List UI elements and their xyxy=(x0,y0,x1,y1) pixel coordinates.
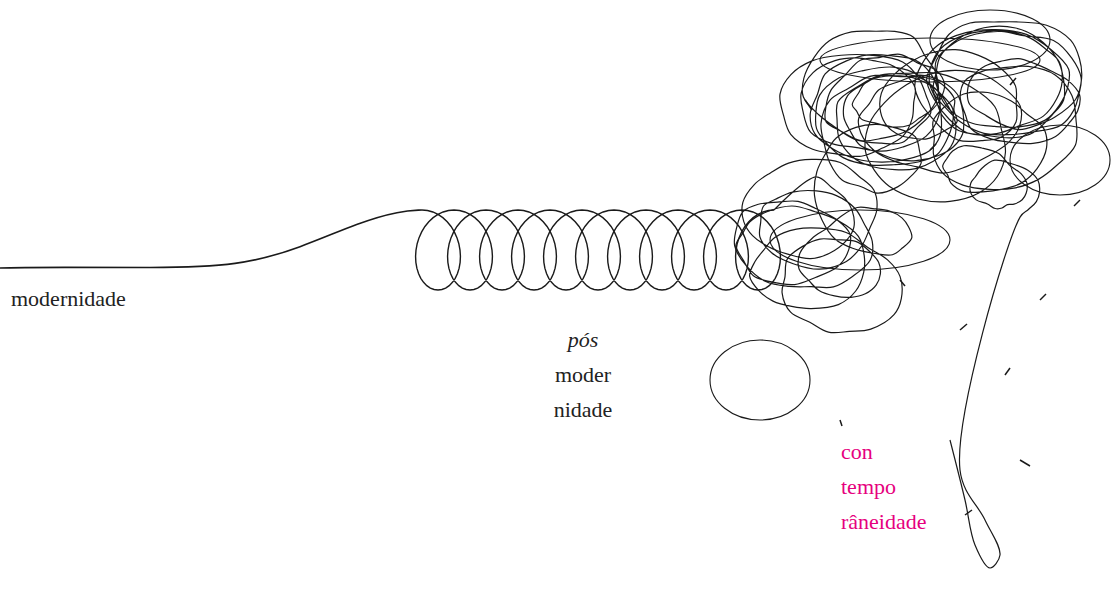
loop-spiral xyxy=(416,210,781,290)
tick-mark xyxy=(1040,294,1046,300)
time-line xyxy=(0,210,422,268)
scribble-loop xyxy=(820,38,1040,82)
prefix-label: pós xyxy=(565,322,602,357)
tick-mark xyxy=(805,100,812,110)
era-label: modernidade xyxy=(8,281,129,316)
tick-mark xyxy=(965,510,972,515)
era-label: con tempo râneidade xyxy=(838,434,930,539)
tick-mark xyxy=(1010,78,1016,85)
tick-mark xyxy=(900,280,905,286)
tick-mark xyxy=(1074,200,1080,206)
era-label: moder nidade xyxy=(551,357,616,427)
scribble-loop xyxy=(930,10,1050,70)
scribble-loop xyxy=(1010,125,1110,195)
scribble xyxy=(734,22,1082,568)
scribble-loop xyxy=(710,340,810,420)
tick-mark xyxy=(930,144,936,150)
tick-mark xyxy=(840,420,842,426)
tick-mark xyxy=(1020,460,1030,466)
scribble-loop xyxy=(770,210,950,270)
tick-mark xyxy=(1005,368,1010,375)
tick-mark xyxy=(960,324,967,330)
